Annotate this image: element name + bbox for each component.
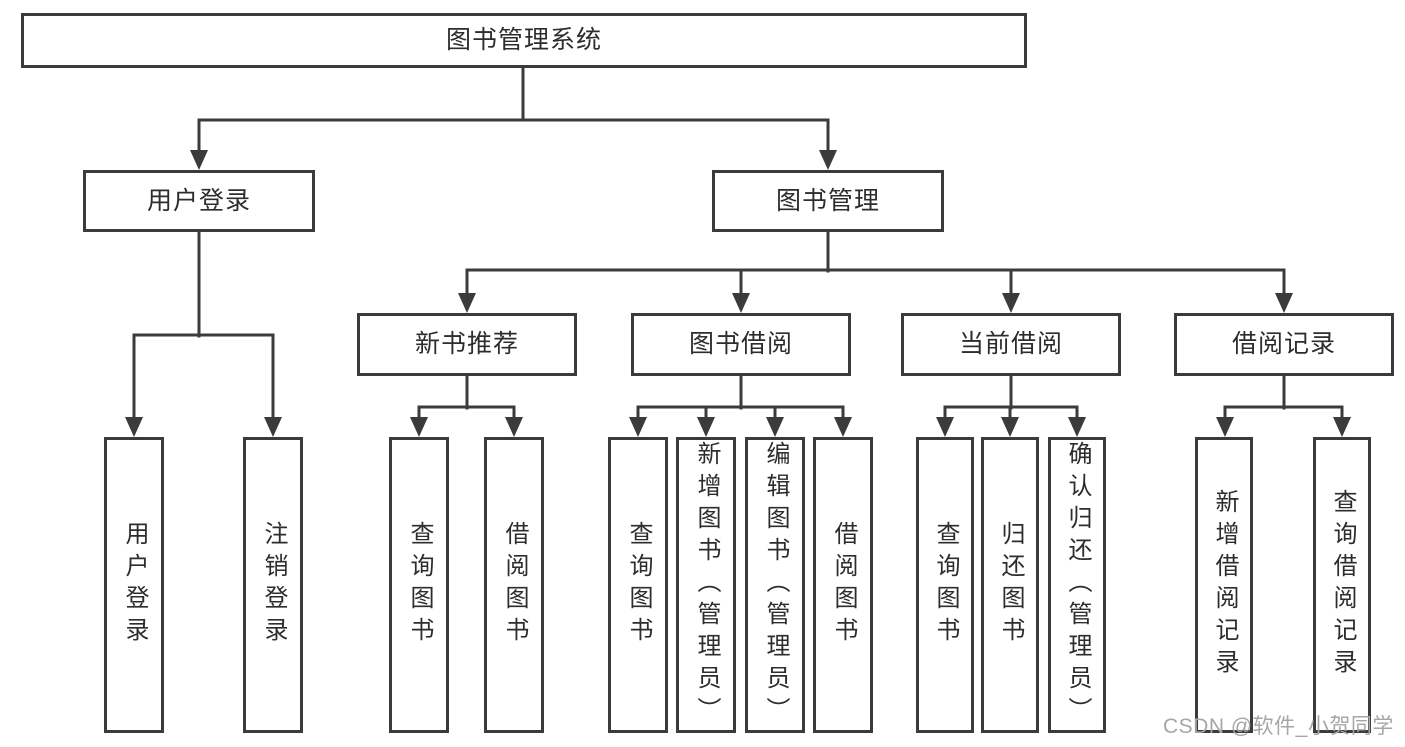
node-current-borrow: 当前借阅: [901, 313, 1121, 376]
arrowhead-icon: [264, 417, 282, 437]
node-book-borrow: 图书借阅: [631, 313, 851, 376]
arrowhead-icon: [505, 417, 523, 437]
leaf-borrow-books-recommend: 借阅图书: [484, 437, 544, 733]
leaf-edit-book-admin: 编辑图书（管理员）: [745, 437, 805, 733]
leaf-add-book-admin: 新增图书（管理员）: [676, 437, 736, 733]
leaf-add-borrow-record-label: 新增借阅记录: [1211, 489, 1238, 681]
leaf-query-borrow-record: 查询借阅记录: [1313, 437, 1371, 733]
arrowhead-icon: [834, 417, 852, 437]
arrowhead-icon: [1275, 293, 1293, 313]
arrowhead-icon: [458, 293, 476, 313]
arrowhead-icon: [629, 417, 647, 437]
leaf-borrow-books-recommend-label: 借阅图书: [501, 521, 528, 649]
node-root: 图书管理系统: [21, 13, 1027, 68]
arrowhead-icon: [1068, 417, 1086, 437]
leaf-user-login: 用户登录: [104, 437, 164, 733]
leaf-logout-label: 注销登录: [260, 521, 287, 649]
node-user-login-label: 用户登录: [146, 186, 251, 215]
leaf-query-books-borrow: 查询图书: [608, 437, 668, 733]
leaf-query-books-borrow-label: 查询图书: [625, 521, 652, 649]
node-borrow-records: 借阅记录: [1174, 313, 1394, 376]
leaf-confirm-return-admin-label: 确认归还（管理员）: [1064, 441, 1091, 729]
node-book-management-label: 图书管理: [775, 186, 880, 215]
node-book-management: 图书管理: [712, 170, 944, 232]
node-user-login: 用户登录: [83, 170, 315, 232]
leaf-confirm-return-admin: 确认归还（管理员）: [1048, 437, 1106, 733]
leaf-return-book: 归还图书: [981, 437, 1039, 733]
arrowhead-icon: [1002, 293, 1020, 313]
node-new-book-recommend: 新书推荐: [357, 313, 577, 376]
csdn-watermark: CSDN @软件_小贺同学: [1163, 715, 1394, 738]
arrowhead-icon: [125, 417, 143, 437]
arrowhead-icon: [410, 417, 428, 437]
arrowhead-icon: [819, 150, 837, 170]
leaf-return-book-label: 归还图书: [997, 521, 1024, 649]
leaf-edit-book-admin-label: 编辑图书（管理员）: [762, 441, 789, 729]
arrowhead-icon: [190, 150, 208, 170]
node-borrow-records-label: 借阅记录: [1231, 330, 1336, 358]
leaf-query-books-recommend: 查询图书: [389, 437, 449, 733]
leaf-query-borrow-record-label: 查询借阅记录: [1329, 489, 1356, 681]
leaf-add-borrow-record: 新增借阅记录: [1195, 437, 1253, 733]
leaf-query-books-recommend-label: 查询图书: [406, 521, 433, 649]
arrowhead-icon: [936, 417, 954, 437]
arrowhead-icon: [732, 293, 750, 313]
arrowhead-icon: [1216, 417, 1234, 437]
node-current-borrow-label: 当前借阅: [958, 330, 1063, 358]
leaf-borrow-books-label: 借阅图书: [830, 521, 857, 649]
leaf-query-books-current: 查询图书: [916, 437, 974, 733]
leaf-add-book-admin-label: 新增图书（管理员）: [693, 441, 720, 729]
node-book-borrow-label: 图书借阅: [688, 330, 793, 358]
node-root-label: 图书管理系统: [445, 26, 602, 54]
leaf-query-books-current-label: 查询图书: [932, 521, 959, 649]
leaf-borrow-books: 借阅图书: [813, 437, 873, 733]
node-new-book-recommend-label: 新书推荐: [414, 330, 519, 358]
arrowhead-icon: [697, 417, 715, 437]
arrowhead-icon: [766, 417, 784, 437]
leaf-logout: 注销登录: [243, 437, 303, 733]
arrowhead-icon: [1001, 417, 1019, 437]
arrowhead-icon: [1333, 417, 1351, 437]
leaf-user-login-label: 用户登录: [121, 521, 148, 649]
